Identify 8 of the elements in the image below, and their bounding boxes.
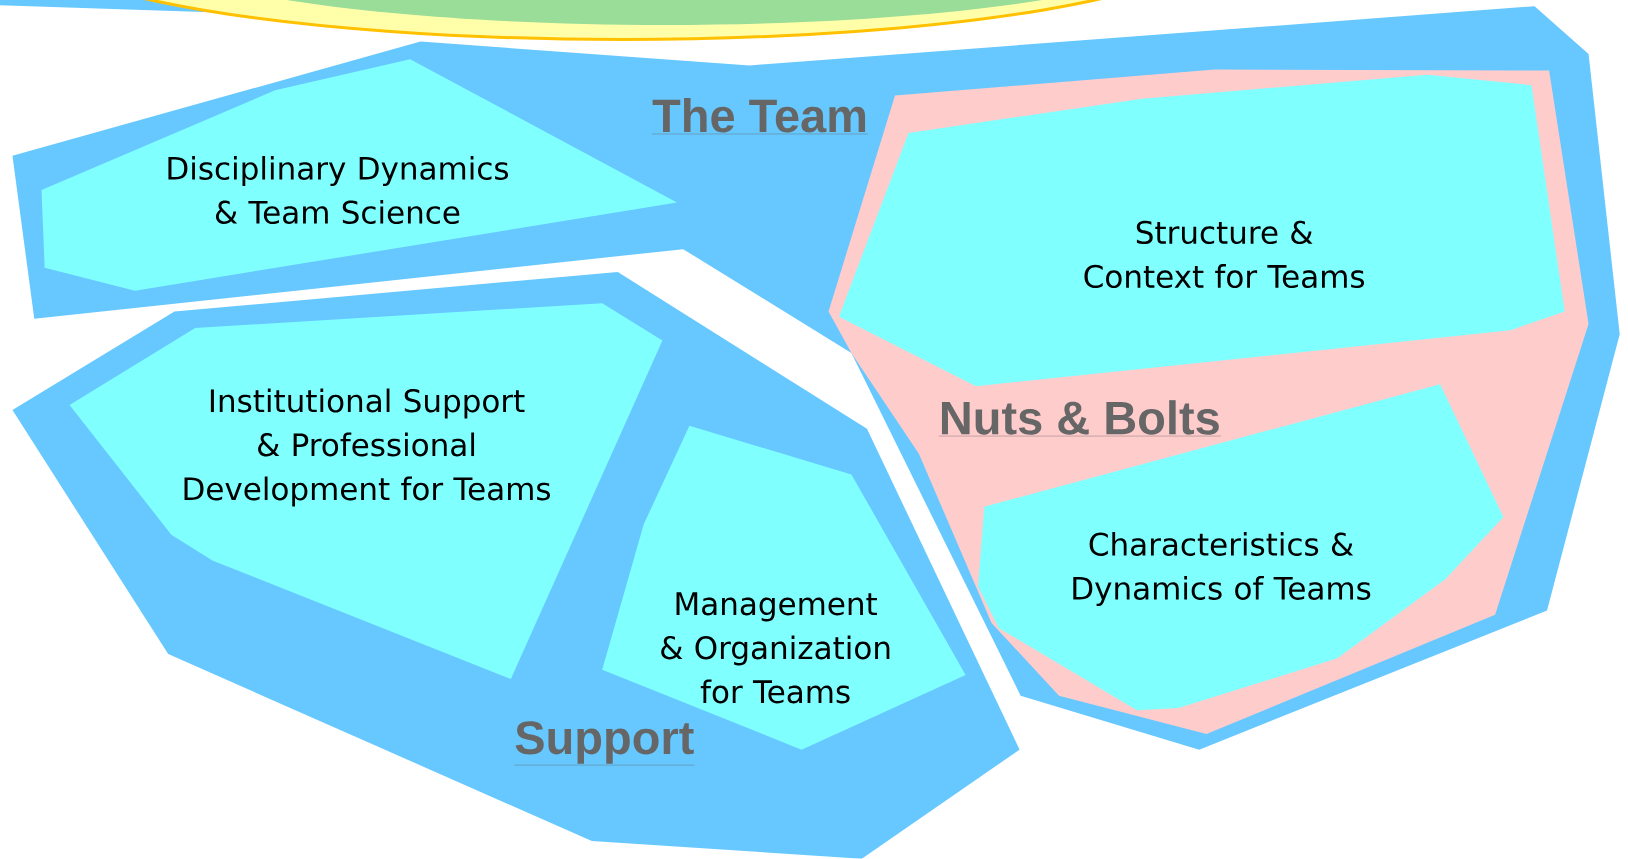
group-title: The Team — [651, 98, 869, 135]
topic-label: Characteristics & Dynamics of Teams — [1073, 532, 1371, 607]
topic-label: Institutional Support & Professional Development for Teams — [184, 388, 551, 507]
topic-label: Disciplinary Dynamics & Team Science — [168, 156, 509, 225]
group-title: Nuts & Bolts — [938, 400, 1221, 437]
topic-label: Management & Organization for Teams — [661, 592, 890, 704]
topic-label: Structure & Context for Teams — [1084, 220, 1365, 289]
group-title: Support — [514, 721, 695, 766]
